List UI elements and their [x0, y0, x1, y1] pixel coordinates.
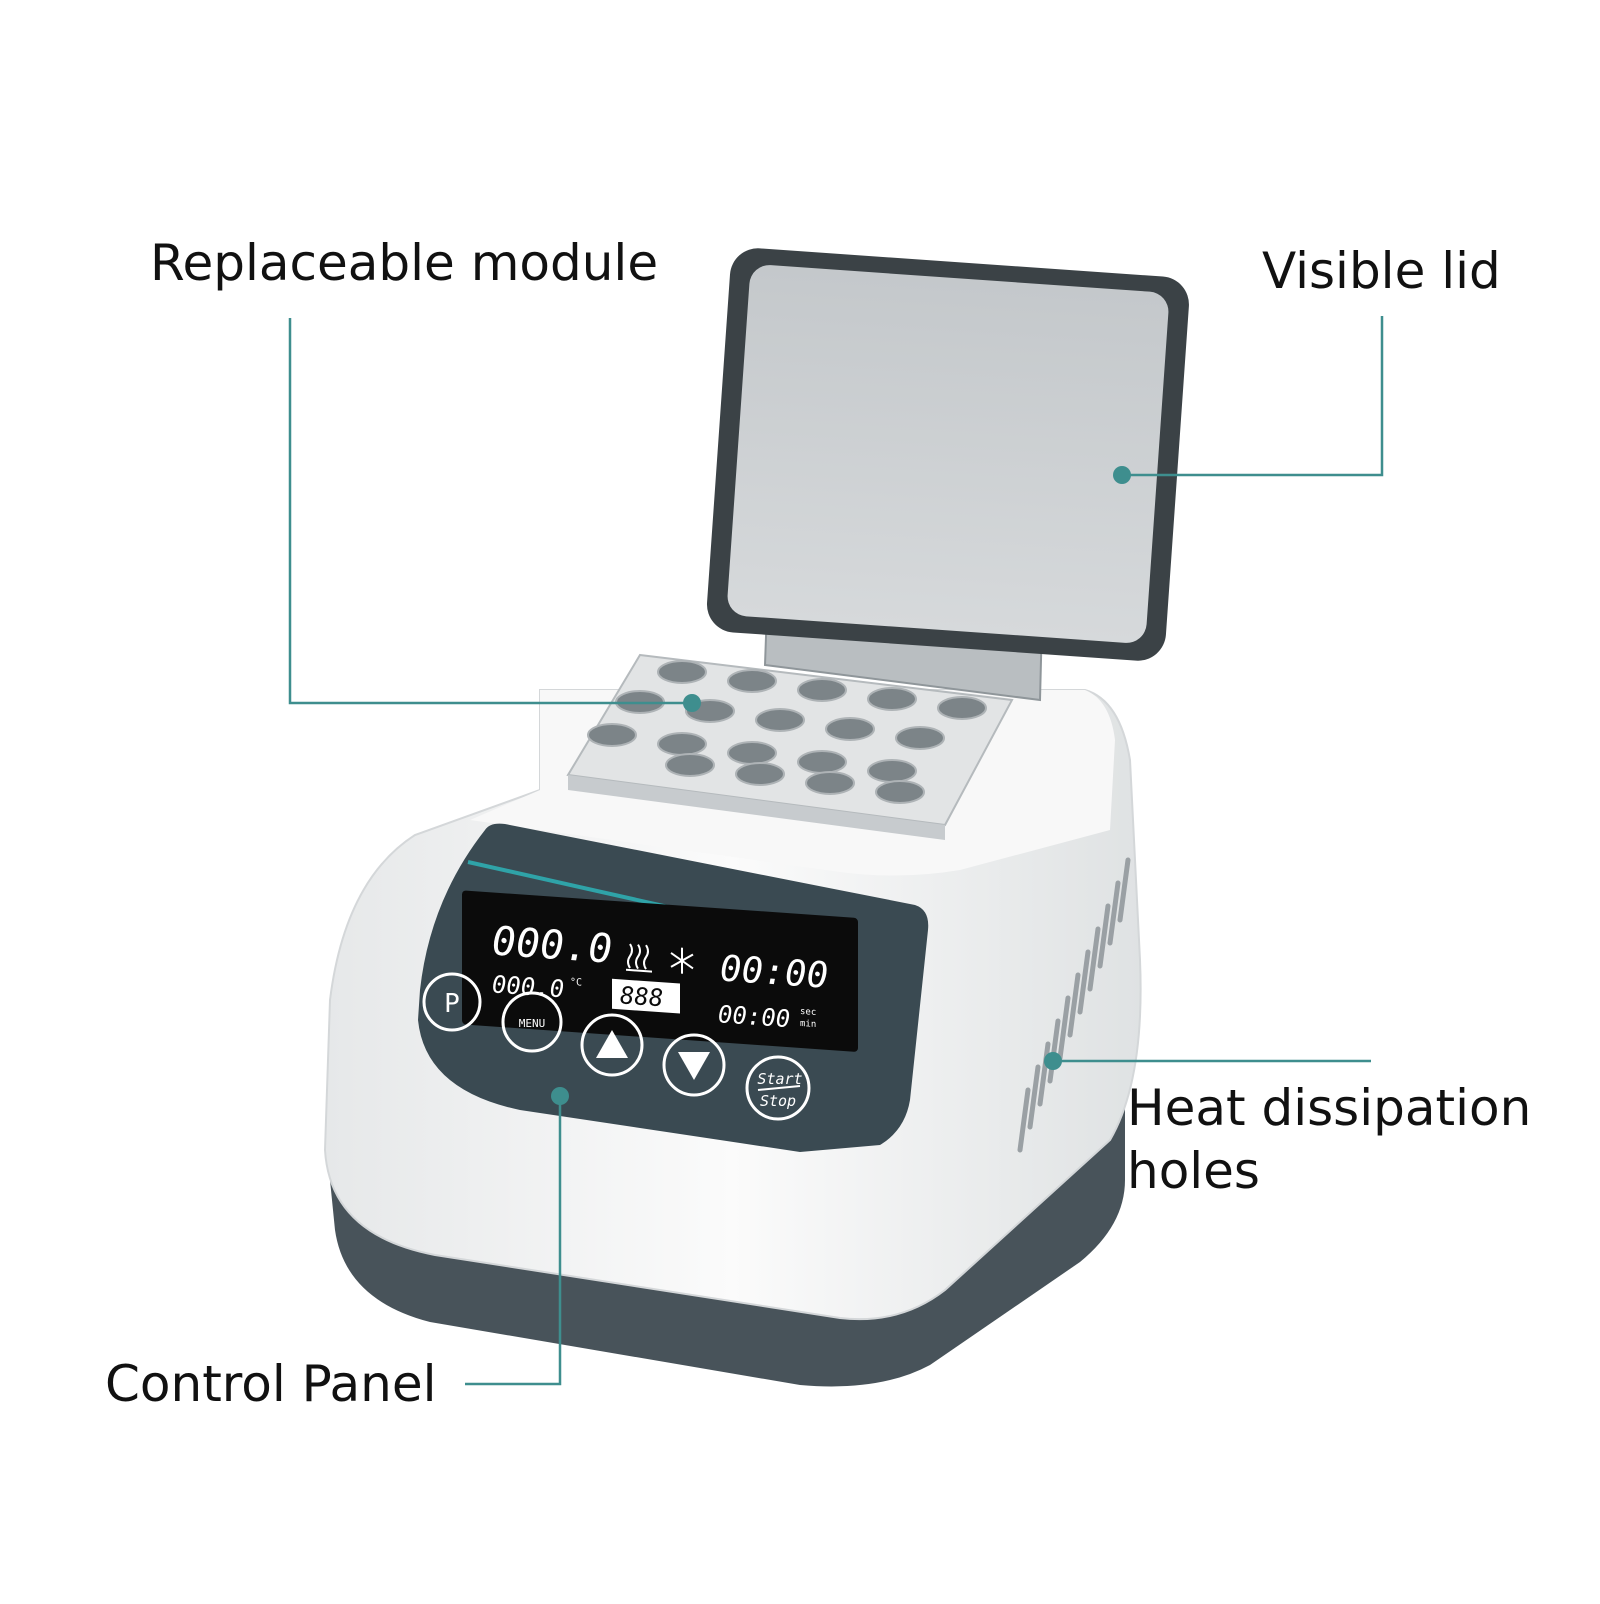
- vent-slot: [1107, 880, 1121, 946]
- snowflake-icon: [670, 947, 694, 974]
- sample-well: [665, 753, 715, 777]
- sample-well: [657, 732, 707, 756]
- lid-window: [727, 265, 1169, 643]
- menu-button[interactable]: MENU: [501, 991, 563, 1053]
- vent-slot: [1117, 857, 1131, 923]
- sample-well: [727, 669, 777, 693]
- sample-well: [797, 678, 847, 702]
- label-visible-lid: Visible lid: [1262, 242, 1501, 300]
- sample-well: [657, 660, 707, 684]
- sample-well: [755, 708, 805, 732]
- sample-well: [727, 741, 777, 765]
- menu-button-label: MENU: [519, 1017, 546, 1030]
- vent-slot: [1047, 1018, 1061, 1084]
- callout-line-lid: [1122, 316, 1384, 477]
- lcd-screen: [462, 890, 858, 1052]
- triangle-up-icon: [596, 1030, 628, 1058]
- callout-line-module: [288, 318, 692, 705]
- lcd-display: 000.0 000.0 °C 888 00:00 00:00 sec min: [462, 890, 858, 1052]
- callout-dot-lid: [1113, 466, 1131, 484]
- sample-wells: [587, 660, 987, 804]
- sample-well: [937, 696, 987, 720]
- sample-well: [875, 780, 925, 804]
- sample-well: [867, 687, 917, 711]
- callout-dot-heat: [1044, 1052, 1062, 1070]
- label-replaceable-module: Replaceable module: [150, 234, 659, 292]
- sample-well: [587, 723, 637, 747]
- temp-unit: °C: [570, 977, 582, 989]
- program-box: [612, 978, 680, 1014]
- label-heat-dissipation: Heat dissipation holes: [1127, 1077, 1531, 1202]
- callout-dot-panel: [551, 1087, 569, 1105]
- label-heat-dissipation-line2: holes: [1127, 1141, 1260, 1200]
- vent-slot: [1077, 949, 1091, 1015]
- start-label: Start: [757, 1070, 802, 1088]
- vent-slot: [1017, 1087, 1031, 1153]
- callout-dot-module: [683, 694, 701, 712]
- sample-well: [825, 717, 875, 741]
- vent-slot: [1087, 926, 1101, 992]
- down-button[interactable]: [662, 1033, 726, 1097]
- sample-well: [797, 750, 847, 774]
- sample-well: [805, 771, 855, 795]
- vent-slot: [1067, 972, 1081, 1038]
- time-sub-readout: 00:00: [718, 1000, 790, 1033]
- time-unit-sec: sec: [800, 1007, 816, 1018]
- program-readout: 888: [620, 981, 663, 1012]
- module-front-edge: [568, 775, 945, 840]
- sample-well: [735, 762, 785, 786]
- p-button-label: P: [444, 989, 460, 1019]
- callout-line-panel: [465, 1096, 562, 1386]
- p-button[interactable]: P: [422, 972, 482, 1032]
- sample-well: [895, 726, 945, 750]
- vent-slot: [1097, 903, 1111, 969]
- time-main-readout: 00:00: [720, 948, 828, 997]
- label-heat-dissipation-line1: Heat dissipation: [1127, 1079, 1532, 1137]
- up-button[interactable]: [580, 1013, 644, 1077]
- temp-sub-readout: 000.0: [492, 970, 564, 1003]
- triangle-down-icon: [678, 1052, 710, 1080]
- heating-icon: [626, 943, 652, 973]
- time-unit-min: min: [800, 1019, 816, 1030]
- vent-slot: [1037, 1041, 1051, 1107]
- vent-slot: [1027, 1064, 1041, 1130]
- start-stop-button[interactable]: Start Stop: [745, 1055, 811, 1121]
- temp-main-readout: 000.0: [492, 918, 612, 972]
- vent-slot: [1057, 995, 1071, 1061]
- sample-well: [867, 759, 917, 783]
- label-control-panel: Control Panel: [105, 1355, 437, 1413]
- stop-label: Stop: [760, 1092, 796, 1110]
- heat-dissipation-holes: [1017, 857, 1131, 1153]
